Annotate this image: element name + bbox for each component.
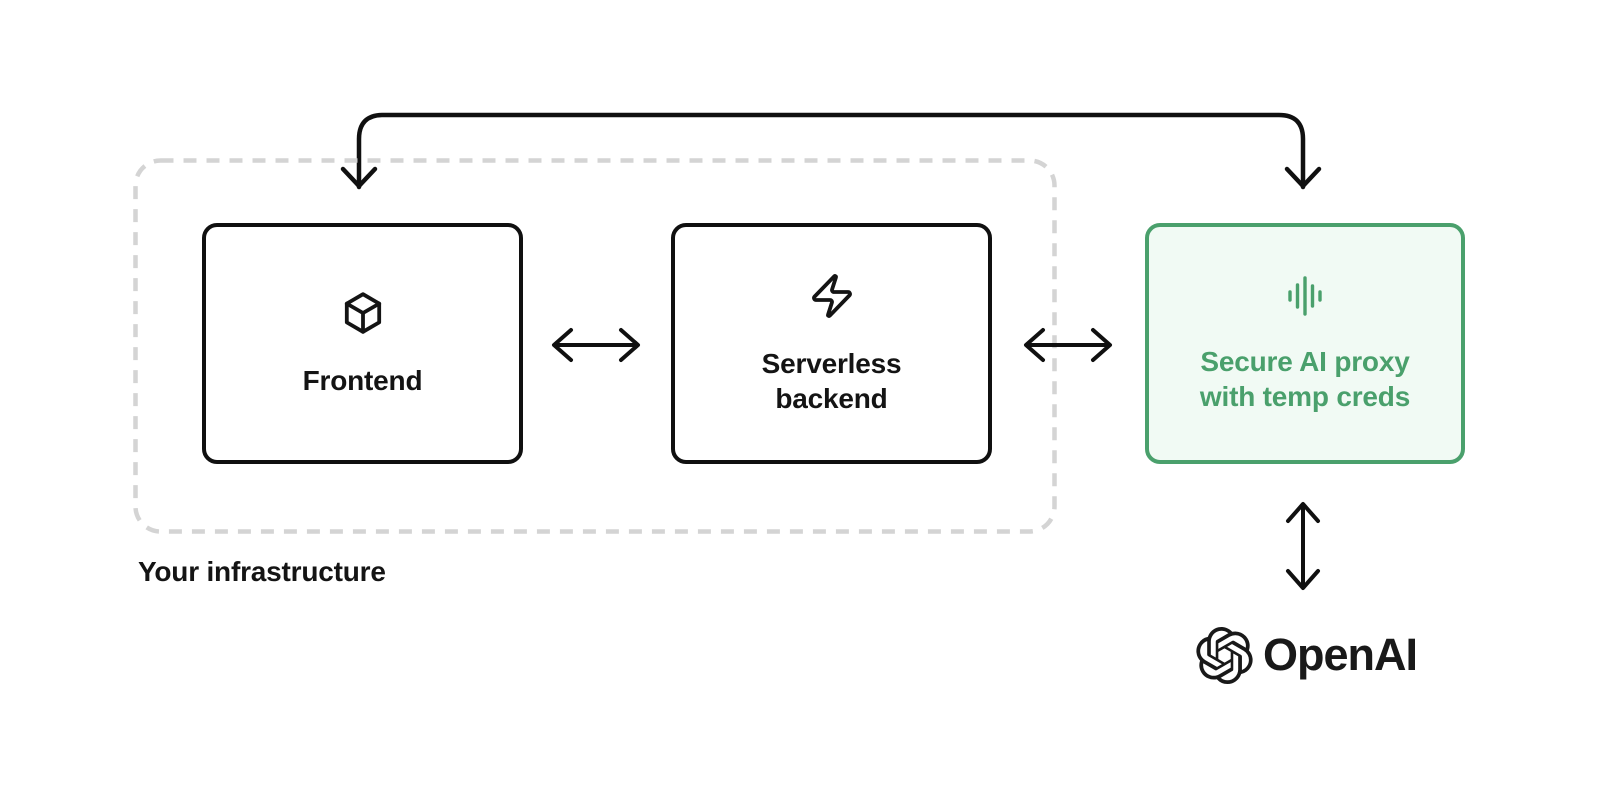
openai-logo-icon (1196, 626, 1253, 684)
node-secure-proxy: Secure AI proxy with temp creds (1145, 223, 1465, 464)
node-serverless-backend: Serverless backend (671, 223, 992, 464)
node-secure-proxy-label: Secure AI proxy with temp creds (1199, 345, 1411, 412)
openai-logo: OpenAI (1196, 626, 1418, 684)
connector-frontend-serverless (552, 328, 640, 362)
infrastructure-label: Your infrastructure (138, 556, 386, 587)
cube-icon (344, 292, 381, 334)
node-frontend: Frontend (202, 223, 523, 464)
lightning-bolt-icon (811, 273, 852, 318)
connector-serverless-proxy (1024, 328, 1112, 362)
audio-waveform-icon (1288, 275, 1322, 316)
connector-proxy-openai (1286, 502, 1320, 590)
node-serverless-backend-label: Serverless backend (761, 347, 902, 414)
connector-frontend-proxy (340, 112, 1322, 190)
node-frontend-label: Frontend (302, 365, 423, 396)
openai-wordmark: OpenAI (1263, 629, 1418, 680)
